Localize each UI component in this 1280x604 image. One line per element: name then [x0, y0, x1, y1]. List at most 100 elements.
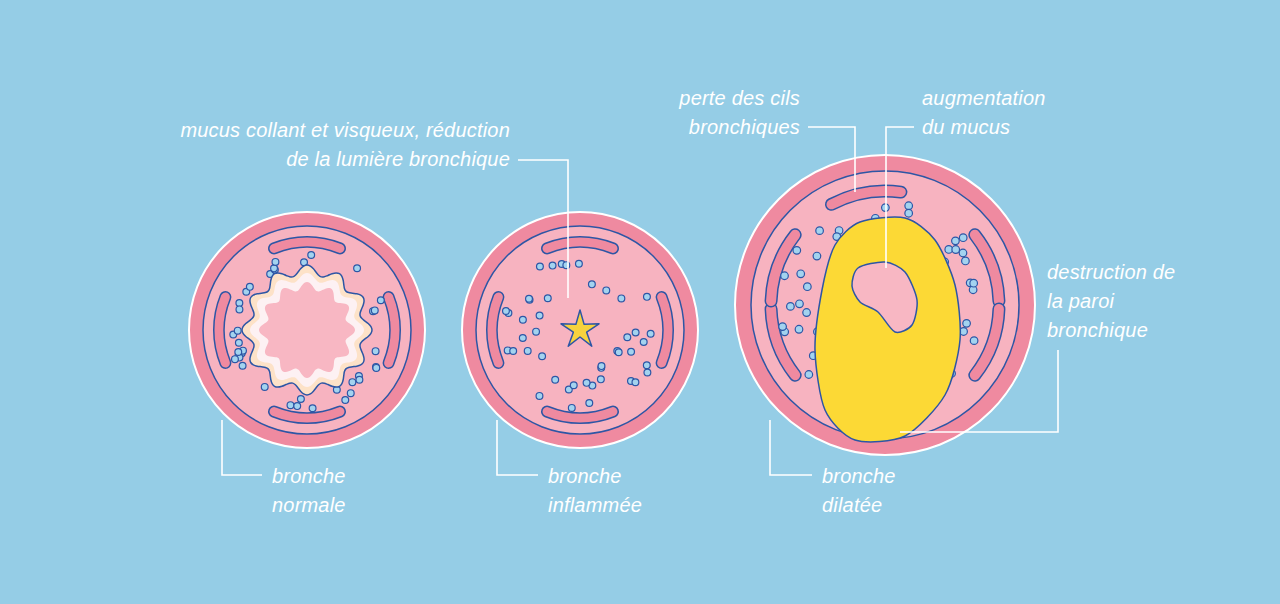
gland-dot: [583, 379, 590, 386]
gland-dot: [377, 297, 384, 304]
bronchus-name: bronche dilatée: [822, 462, 932, 520]
gland-dot: [952, 237, 960, 245]
gland-dot: [787, 303, 795, 311]
gland-dot: [959, 234, 967, 242]
cartilage: [771, 235, 795, 301]
bronchus-outer: [189, 212, 425, 448]
epithelium: [242, 265, 372, 395]
cartilage: [547, 242, 613, 248]
bronchus-outer: [462, 212, 698, 448]
normal-bronchus: [189, 212, 425, 448]
cartilage: [274, 412, 340, 418]
gland-dot: [236, 306, 243, 313]
gland-dot: [372, 348, 379, 355]
gland-dot: [519, 316, 526, 323]
gland-dot: [952, 246, 960, 254]
gland-dot: [793, 247, 801, 255]
gland-dot: [963, 320, 971, 328]
leader-line: [518, 160, 568, 298]
cartilage: [492, 297, 498, 363]
gland-dot: [261, 384, 268, 391]
cartilage: [547, 412, 613, 418]
gland-dot: [536, 312, 543, 319]
gland-dot: [236, 300, 243, 307]
mucus-mass: [815, 217, 960, 442]
gland-dot: [781, 272, 789, 280]
gland-dot: [309, 405, 316, 412]
gland-dot: [805, 371, 813, 379]
bronchus-outer: [735, 155, 1035, 455]
gland-dot: [235, 349, 242, 356]
lumen: [259, 282, 355, 378]
gland-dot: [235, 339, 242, 346]
gland-dot: [287, 402, 294, 409]
cartilage: [662, 297, 668, 363]
gland-dot: [615, 349, 622, 356]
gland-dot: [905, 209, 913, 217]
gland-dot: [308, 252, 315, 259]
gland-dot: [644, 293, 651, 300]
gland-dot: [544, 295, 551, 302]
inflamed-bronchus: [462, 212, 698, 448]
gland-dot: [519, 335, 526, 342]
cartilage: [219, 297, 225, 363]
gland-dot: [598, 363, 605, 370]
gland-dot: [803, 309, 811, 317]
callout-label: mucus collant et visqueux, réduction de …: [160, 116, 510, 174]
gland-dot: [552, 376, 559, 383]
leader-line: [886, 127, 914, 268]
gland-dot: [533, 328, 540, 335]
gland-dot: [632, 379, 639, 386]
callout-label: destruction de la paroi bronchique: [1047, 258, 1185, 345]
cartilage: [547, 242, 613, 248]
gland-dot: [597, 376, 604, 383]
gland-dot: [643, 362, 650, 369]
gland-dot: [970, 279, 978, 287]
leader-line: [497, 420, 538, 475]
gland-dot: [644, 369, 651, 376]
callout-label: augmentation du mucus: [922, 84, 1072, 142]
lumen: [852, 262, 917, 332]
cartilage: [389, 297, 395, 363]
leader-line: [808, 127, 855, 192]
cartilage: [547, 412, 613, 418]
cartilage: [274, 412, 340, 418]
gland-dot: [342, 397, 349, 404]
cartilage: [975, 235, 999, 301]
bronchus-wall: [203, 226, 411, 434]
cartilage: [219, 297, 225, 363]
cartilage: [274, 242, 340, 248]
gland-dot: [795, 325, 803, 333]
dilated-bronchus: [735, 155, 1035, 455]
gland-dot: [962, 257, 970, 265]
gland-dot: [232, 356, 239, 363]
cartilage: [771, 235, 795, 301]
gland-dot: [356, 376, 363, 383]
cartilage: [771, 309, 795, 375]
gland-dot: [632, 329, 639, 336]
gland-dot: [510, 348, 517, 355]
gland-dot: [354, 265, 361, 272]
gland-dot: [816, 227, 824, 235]
cartilage: [274, 242, 340, 248]
gland-dot: [349, 379, 356, 386]
cartilage: [771, 309, 795, 375]
gland-dot: [526, 295, 533, 302]
cartilage: [831, 191, 900, 204]
gland-dot: [549, 262, 556, 269]
gland-dot: [640, 339, 647, 346]
leader-line: [770, 420, 812, 475]
gland-dot: [373, 364, 380, 371]
gland-dot: [539, 353, 546, 360]
leader-lines: [222, 127, 1058, 475]
gland-dot: [618, 295, 625, 302]
gland-dot: [588, 281, 595, 288]
gland-dot: [503, 308, 510, 315]
gland-dot: [271, 265, 278, 272]
leader-line: [222, 420, 262, 475]
bronchus-wall: [476, 226, 684, 434]
gland-dot: [347, 390, 354, 397]
gland-dot: [246, 283, 253, 290]
gland-dot: [905, 202, 913, 210]
cartilage: [831, 191, 900, 204]
